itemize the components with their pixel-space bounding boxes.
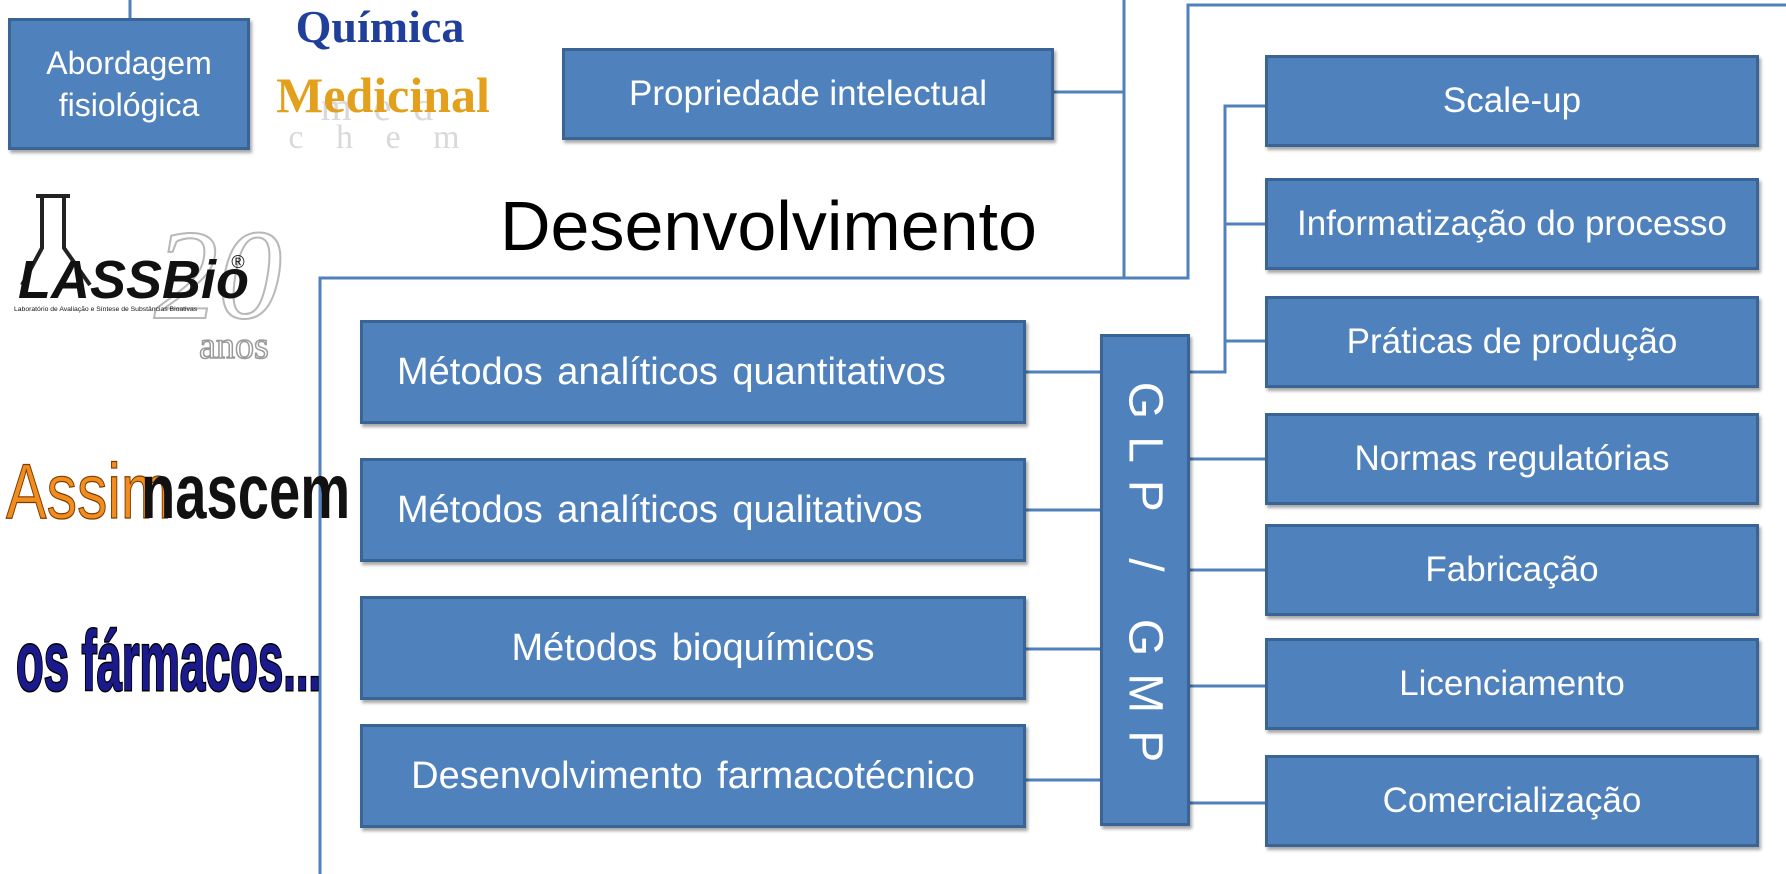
right-box-label: Scale-up [1442,81,1582,120]
quimica-watermark-1: m e d [321,84,440,129]
left-box-bioquimicos: Métodos bioquímicos [360,596,1026,700]
medicinal-text: Medicinal [276,67,490,123]
left-box-label: Métodos analíticos qualitativos [397,488,923,531]
left-box-farmacotecnico: Desenvolvimento farmacotécnico [360,724,1026,828]
left-box-label: Métodos bioquímicos [511,626,875,669]
right-box-licenciamento: Licenciamento [1265,638,1759,730]
slogan-nascem: nascem [141,448,350,535]
right-box-label: Informatização do processo [1297,204,1727,243]
lassbio-20: 20 [154,204,282,346]
right-box-label: Licenciamento [1399,664,1625,703]
right-box-normas: Normas regulatórias [1265,413,1759,505]
right-box-praticas: Práticas de produção [1265,296,1759,388]
slogan-assim: Assim [6,448,172,535]
left-box-qualitativos: Métodos analíticos qualitativos [360,458,1026,562]
slogan: Assim nascem os fármacos... [5,447,350,710]
abordagem-fisiologica-label: Abordagem fisiológica [46,45,212,123]
left-box-label: Métodos analíticos quantitativos [397,350,946,393]
abordagem-fisiologica-box: Abordagem fisiológica [8,18,250,150]
quimica-watermark-2: c h e m [288,119,471,156]
left-box-label: Desenvolvimento farmacotécnico [411,754,975,797]
lassbio-anos: anos [199,325,269,367]
glp-gmp-bar: GLP / GMP [1100,334,1190,826]
left-box-quantitativos: Métodos analíticos quantitativos [360,320,1026,424]
right-box-label: Normas regulatórias [1354,439,1670,478]
right-box-comercializacao: Comercialização [1265,755,1759,847]
right-box-label: Fabricação [1425,550,1599,589]
right-box-label: Comercialização [1382,781,1642,820]
lassbio-registered: ® [231,252,244,272]
quimica-text: Química [296,1,465,52]
quimica-medicinal-logo: m e d c h e m Química Medicinal [276,1,490,156]
lassbio-subtitle: Laboratório de Avaliação e Síntese de Su… [14,306,198,313]
page-title: Desenvolvimento [500,187,1037,265]
propriedade-intelectual-box: Propriedade intelectual [562,48,1054,140]
glp-gmp-label: GLP / GMP [1118,381,1172,779]
slogan-farmacos: os fármacos... [16,615,321,708]
right-box-informatizacao: Informatização do processo [1265,178,1759,270]
lassbio-name: LASSBio [18,250,249,310]
right-box-scale-up: Scale-up [1265,55,1759,147]
propriedade-intelectual-label: Propriedade intelectual [628,74,987,113]
lassbio-logo: 20 LASSBio ® Laboratório de Avaliação e … [14,194,283,368]
right-box-label: Práticas de produção [1346,322,1678,361]
right-box-fabricacao: Fabricação [1265,524,1759,616]
